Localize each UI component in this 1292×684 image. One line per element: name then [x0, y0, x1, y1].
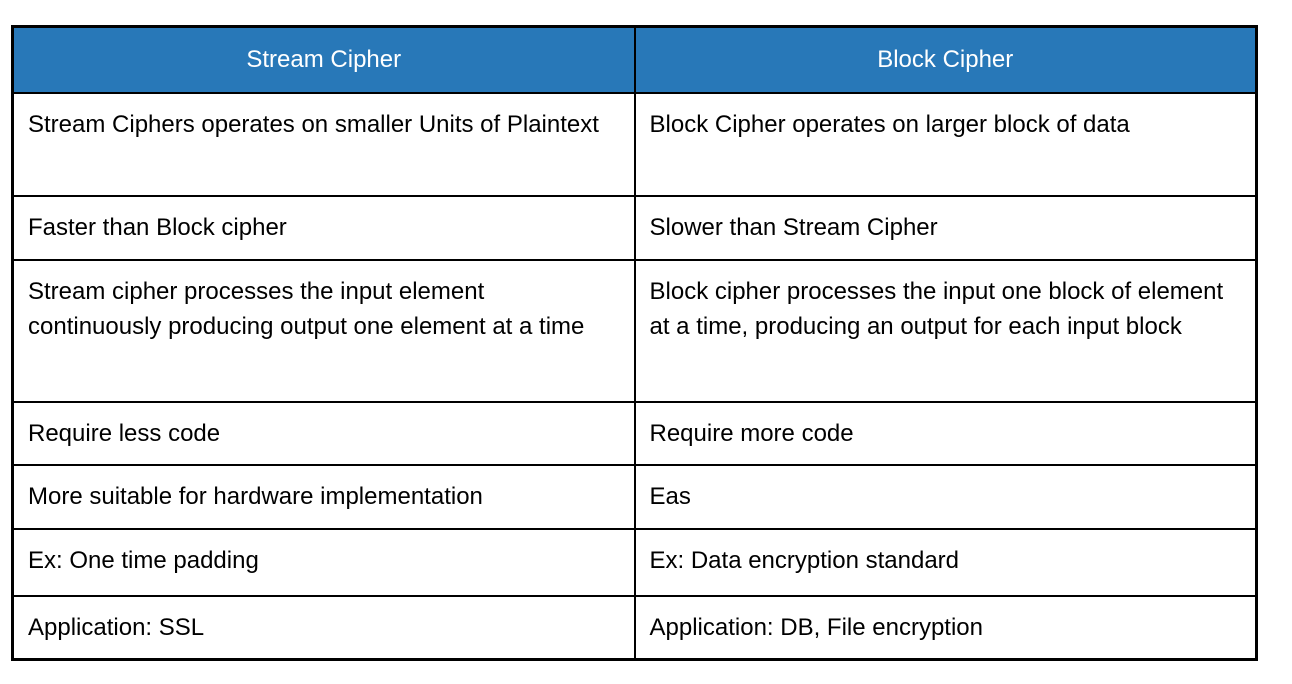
table-row: Stream cipher processes the input elemen… — [11, 258, 1258, 403]
table-row: Stream Ciphers operates on smaller Units… — [11, 91, 1258, 197]
table-row: Ex: One time padding Ex: Data encryption… — [11, 527, 1258, 597]
table-row: Require less code Require more code — [11, 400, 1258, 466]
table-cell-block: Block Cipher operates on larger block of… — [633, 91, 1258, 197]
table-cell-stream: Application: SSL — [11, 594, 636, 661]
column-header-stream-cipher: Stream Cipher — [11, 25, 636, 94]
table-cell-block: Slower than Stream Cipher — [633, 194, 1258, 261]
table-cell-stream: More suitable for hardware implementatio… — [11, 463, 636, 530]
table-cell-stream: Faster than Block cipher — [11, 194, 636, 261]
table-cell-block: Require more code — [633, 400, 1258, 466]
table-cell-block: Eas — [633, 463, 1258, 530]
table-row: More suitable for hardware implementatio… — [11, 463, 1258, 530]
cipher-comparison-table: Stream Cipher Block Cipher Stream Cipher… — [11, 25, 1258, 661]
table-header-row: Stream Cipher Block Cipher — [11, 25, 1258, 94]
table-cell-block: Block cipher processes the input one blo… — [633, 258, 1258, 403]
column-header-block-cipher: Block Cipher — [633, 25, 1258, 94]
table-cell-block: Ex: Data encryption standard — [633, 527, 1258, 597]
table-cell-stream: Stream Ciphers operates on smaller Units… — [11, 91, 636, 197]
table-cell-stream: Stream cipher processes the input elemen… — [11, 258, 636, 403]
table-row: Faster than Block cipher Slower than Str… — [11, 194, 1258, 261]
table-cell-block: Application: DB, File encryption — [633, 594, 1258, 661]
table-cell-stream: Ex: One time padding — [11, 527, 636, 597]
table-cell-stream: Require less code — [11, 400, 636, 466]
table-row: Application: SSL Application: DB, File e… — [11, 594, 1258, 661]
